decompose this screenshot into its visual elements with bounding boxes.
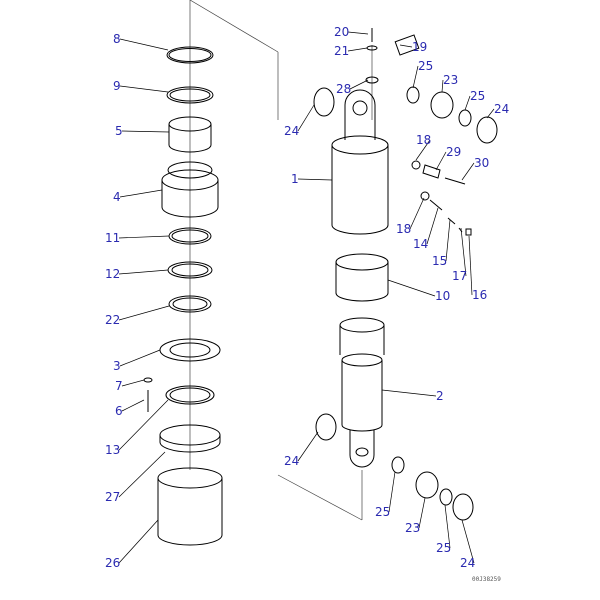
leader-line — [445, 219, 451, 262]
leader-line — [399, 44, 413, 48]
callout-26: 26 — [105, 556, 121, 570]
leader-line — [418, 497, 426, 529]
callout-18: 18 — [416, 133, 432, 147]
leader-line — [435, 151, 447, 171]
leader-line — [118, 451, 166, 498]
callout-24: 24 — [460, 556, 476, 570]
assembly-axis-lines — [189, 0, 373, 521]
leader-line — [118, 305, 170, 321]
leader-line — [347, 47, 368, 52]
leader-line — [119, 189, 163, 198]
callout-15: 15 — [432, 254, 448, 268]
leader-line — [460, 227, 467, 277]
callout-9: 9 — [113, 79, 121, 93]
callout-6: 6 — [115, 404, 123, 418]
leader-line — [464, 95, 471, 111]
leader-line — [387, 279, 436, 297]
callout-8: 8 — [113, 32, 121, 46]
left-stack-parts — [143, 46, 223, 546]
leader-line — [118, 235, 170, 239]
leader-line — [121, 130, 170, 133]
callout-14: 14 — [413, 237, 429, 251]
callout-24: 24 — [284, 124, 300, 138]
callout-7: 7 — [115, 379, 123, 393]
callout-21: 21 — [334, 44, 350, 58]
callout-27: 27 — [105, 490, 121, 504]
leader-line — [119, 38, 169, 51]
leader-line — [444, 504, 451, 549]
callout-25: 25 — [436, 541, 452, 555]
leader-line — [468, 235, 473, 296]
leader-line — [381, 389, 437, 397]
callout-13: 13 — [105, 443, 121, 457]
callout-20: 20 — [334, 25, 350, 39]
leader-line — [297, 431, 319, 462]
leader-line — [415, 139, 431, 161]
leader-line — [118, 269, 169, 275]
callout-29: 29 — [446, 145, 462, 159]
callout-25: 25 — [418, 59, 434, 73]
leader-line — [119, 349, 161, 367]
callout-25: 25 — [375, 505, 391, 519]
callout-5: 5 — [115, 124, 123, 138]
leader-line — [412, 65, 419, 89]
callout-22: 22 — [105, 313, 121, 327]
cylinder-tube-part — [313, 28, 498, 236]
leader-line — [119, 85, 169, 93]
callout-2: 2 — [436, 389, 444, 403]
callout-24: 24 — [284, 454, 300, 468]
leader-line — [486, 108, 495, 119]
callout-30: 30 — [474, 156, 490, 170]
leader-line — [349, 79, 369, 90]
callout-16: 16 — [472, 288, 488, 302]
leader-line — [461, 519, 475, 564]
leader-line — [347, 31, 369, 35]
leader-line — [121, 379, 145, 387]
callout-10: 10 — [435, 289, 451, 303]
callout-18: 18 — [396, 222, 412, 236]
leader-line — [297, 178, 333, 181]
callout-17: 17 — [452, 269, 468, 283]
leader-line — [388, 471, 396, 513]
leader-line — [441, 79, 444, 93]
callout-1: 1 — [291, 172, 299, 186]
callout-12: 12 — [105, 267, 121, 281]
callout-3: 3 — [113, 359, 121, 373]
callout-23: 23 — [405, 521, 421, 535]
callout-19: 19 — [412, 40, 428, 54]
leader-line — [121, 399, 145, 412]
leader-line — [118, 519, 159, 564]
drawing-code: 00J38259 — [472, 576, 501, 583]
leader-line — [118, 399, 169, 451]
callout-25: 25 — [470, 89, 486, 103]
leader-line — [426, 207, 439, 245]
leader-line — [297, 104, 315, 132]
sleeve-part — [335, 253, 389, 302]
callout-11: 11 — [105, 231, 121, 245]
callout-4: 4 — [113, 190, 121, 204]
callout-24: 24 — [494, 102, 510, 116]
callout-23: 23 — [443, 73, 459, 87]
leader-line — [461, 162, 475, 181]
leader-line — [409, 197, 425, 230]
callout-28: 28 — [336, 82, 352, 96]
piston-rod-part — [315, 317, 474, 521]
leader-lines — [118, 31, 495, 564]
